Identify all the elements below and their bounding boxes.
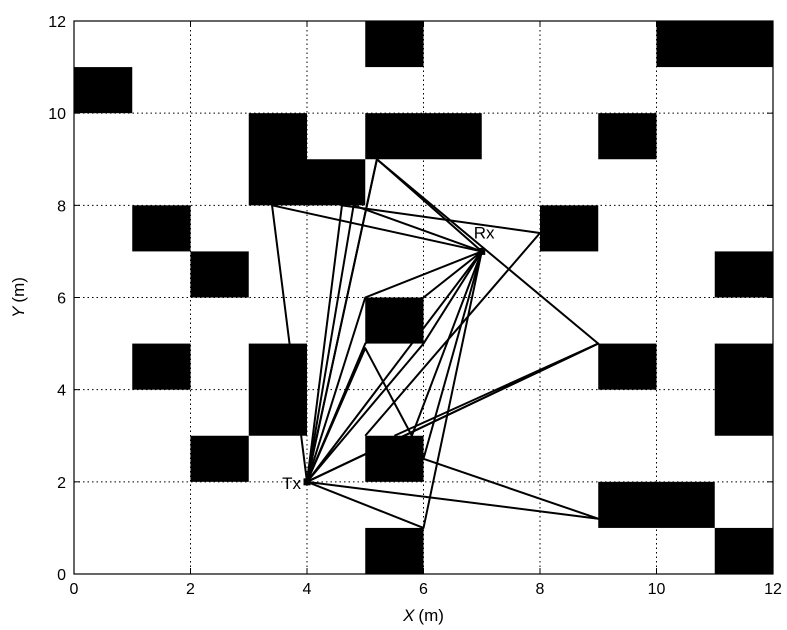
obstacle-block [656,21,773,68]
rx-marker [478,247,486,255]
y-tick-label: 12 [48,14,66,31]
tick-labels: 0 2 4 6 8 10 12 0 2 4 6 8 10 12 [48,14,782,598]
obstacle-block [248,113,307,206]
ray-path [306,251,483,529]
x-tick-label: 4 [303,581,312,598]
rx-label: Rx [474,223,495,242]
y-tick-label: 0 [57,567,66,584]
ray-path [306,342,600,483]
ray-path [306,204,483,482]
ray-path [271,204,482,482]
obstacle-block [307,159,366,206]
obstacle-block [132,205,191,252]
obstacle-block [365,527,424,574]
y-axis-label-var: Y [9,305,28,318]
obstacles [74,21,773,574]
obstacle-block [714,251,773,298]
tx-marker [303,478,311,486]
x-axis-label-var: X [402,606,415,625]
y-tick-label: 6 [57,291,66,308]
obstacle-block [190,251,249,298]
x-tick-label: 0 [70,581,79,598]
ray-path [306,250,483,483]
y-tick-label: 2 [57,475,66,492]
ray-paths [271,158,600,529]
x-axis-label: X(m) [402,606,444,625]
y-tick-label: 8 [57,198,66,215]
x-tick-label: 2 [186,581,195,598]
x-tick-label: 8 [536,581,545,598]
x-tick-label: 12 [764,581,782,598]
x-tick-label: 10 [648,581,666,598]
y-tick-label: 4 [57,383,66,400]
obstacle-block [540,205,599,252]
tx-label: Tx [282,474,301,493]
y-axis-label-unit: (m) [9,277,28,302]
y-axis-label: Y (m) [9,277,28,318]
x-axis-label-unit: (m) [418,606,443,625]
obstacle-block [74,67,133,114]
obstacle-block [598,343,657,390]
obstacle-block [365,435,424,482]
ray-path [306,250,483,483]
obstacle-block [714,527,773,574]
ray-path [306,251,483,483]
obstacle-block [365,21,424,68]
ray-path [306,250,483,483]
obstacle-block [190,435,249,482]
obstacle-block [132,343,191,390]
ray-path [306,251,600,520]
ray-path [306,204,541,482]
axes-frame [73,20,774,575]
y-tick-label: 10 [48,106,66,123]
x-tick-label: 6 [419,581,428,598]
obstacle-block [598,113,657,160]
